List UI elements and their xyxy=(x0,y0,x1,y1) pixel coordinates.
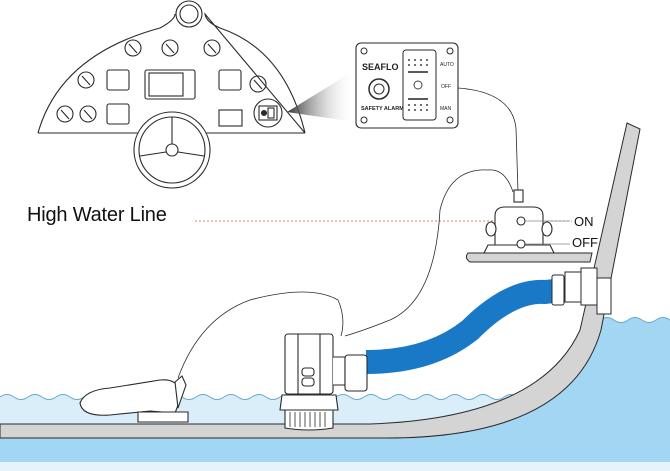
steering-wheel xyxy=(133,111,211,189)
switch-position-man: MAN xyxy=(440,106,452,112)
high-water-line-label: High Water Line xyxy=(27,204,167,226)
sea-water xyxy=(0,317,670,471)
boat-dashboard xyxy=(37,0,306,189)
wires xyxy=(177,87,519,379)
rocker-switch xyxy=(402,49,437,121)
switch-position-off: OFF xyxy=(441,84,451,90)
thru-hull-fitting xyxy=(551,267,612,315)
alarm-caption: SAFETY ALARM xyxy=(361,106,404,112)
alarm-panel: SEAFLO SAFETY ALARM AUTO OFF MAN xyxy=(355,42,459,129)
float-switch-off-label: OFF xyxy=(572,235,598,250)
alarm-buzzer xyxy=(368,78,390,100)
switch-to-pump-wire xyxy=(344,169,514,337)
sea-surface xyxy=(599,317,670,323)
hull xyxy=(0,122,641,439)
alarm-brand: SEAFLO xyxy=(362,62,399,72)
bilge-pump xyxy=(279,333,368,431)
float-switch-on-label: ON xyxy=(574,214,594,229)
sea-bottom-strip xyxy=(0,462,670,471)
discharge-hose xyxy=(365,278,565,374)
switch-position-auto: AUTO xyxy=(440,62,454,68)
dashboard-gauges xyxy=(56,39,267,123)
sensor-to-pump-wire xyxy=(177,291,344,379)
switch-shelf xyxy=(465,252,593,263)
water-level-sensor xyxy=(79,375,189,423)
dashboard-displays xyxy=(106,69,243,127)
panel-to-switch-wire xyxy=(457,87,519,193)
callout-cone xyxy=(287,70,355,122)
pump-strainer xyxy=(284,409,334,431)
float-switch xyxy=(483,189,570,254)
